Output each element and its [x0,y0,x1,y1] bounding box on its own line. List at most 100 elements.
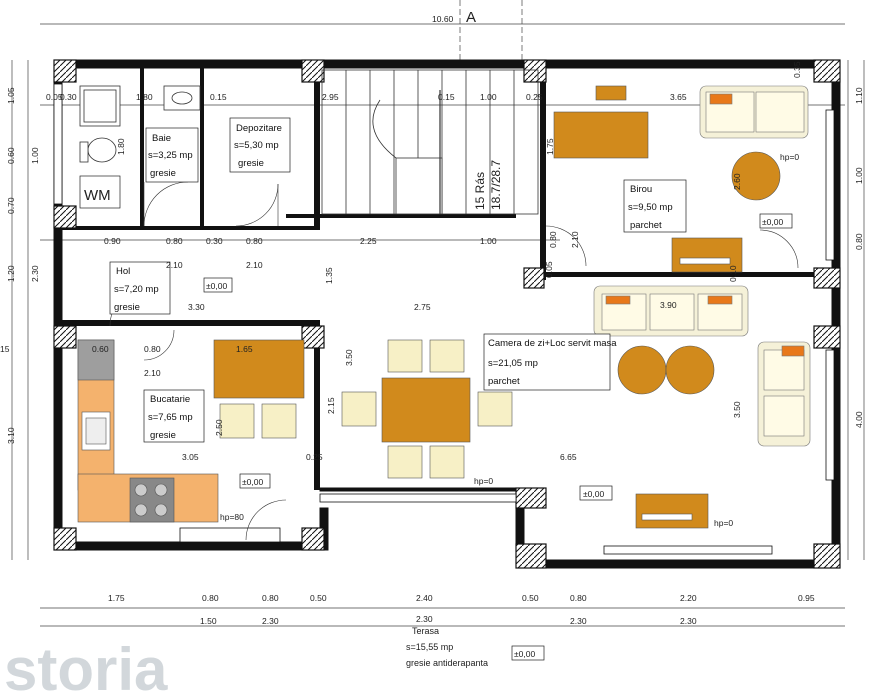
dim-right: 0.80 [854,233,864,250]
dim-hol: 2.75 [414,302,431,312]
dim-bottom: 2.40 [416,593,433,603]
dim-left: 0.70 [6,197,16,214]
dim-left: 3.10 [6,427,16,444]
dim-bottom: 0.80 [570,593,587,603]
hol-name: Hol [116,266,130,277]
dim-top: 0.30 [60,92,77,102]
structural-columns [53,59,841,569]
dim-top: 1.00 [480,92,497,102]
door-swings [109,181,799,541]
dim-top: 0.15 [210,92,227,102]
dim-row2: 0.80 [246,236,263,246]
dim-inner: 0.80 [548,231,558,248]
dim-row2: 2.25 [360,236,377,246]
axis-label: A [466,9,476,26]
bucatarie-floor: gresie [150,430,176,441]
windows [53,83,835,555]
dim-bottom2: 1.50 [200,616,217,626]
dim-inner: 3.50 [732,401,742,418]
dim-left: 2.30 [30,265,40,282]
height-bucatarie: hp=80 [220,512,244,522]
dim-row2: 1.00 [480,236,497,246]
dim-top: 2.95 [322,92,339,102]
stairs-ratio: 18.7/28.7 [489,160,503,210]
dim-top: 0.15 [438,92,455,102]
kitchen-counters [77,339,219,523]
study-furniture [553,85,781,529]
overall-dim: 10.60 [432,14,454,24]
depozitare-area: s=5,30 mp [234,140,279,151]
dim-inner: 2.50 [214,419,224,436]
living-sofas [593,85,811,447]
hol-floor: gresie [114,302,140,313]
dim-hol: 2.10 [166,260,183,270]
dim-bottom: 1.75 [108,593,125,603]
dim-left: 0.60 [6,147,16,164]
dim-top: 0.05 [46,92,63,102]
dim-bottom2: 2.30 [570,616,587,626]
birou-area: s=9,50 mp [628,202,673,213]
staircase [321,69,539,215]
dim-inner: 1.65 [236,344,253,354]
dim-left: 1.05 [6,87,16,104]
dim-row2: 0.30 [206,236,223,246]
depozitare-floor: gresie [238,158,264,169]
dim-inner: 2.10 [144,368,161,378]
dim-inner: 1.80 [116,138,126,155]
text-layer: 10.60 A Baie s=3,25 mp gresie Depozitare… [0,9,864,699]
dim-inner: 1.75 [545,138,555,155]
birou-floor: parchet [630,220,662,231]
dim-bottom: 0.80 [262,593,279,603]
level-hol: ±0,00 [206,281,227,291]
dim-hol: 3.90 [660,300,677,310]
terasa-floor: gresie antiderapanta [406,658,488,668]
dim-inner: 2.60 [732,173,742,190]
dim-bottom: 0.50 [522,593,539,603]
dim-bottom: 0.50 [310,593,327,603]
dim-inner: 0.05 [544,261,554,278]
baie-name: Baie [152,133,171,144]
bathroom-fixtures [79,85,201,163]
depozitare-name: Depozitare [236,123,282,134]
dining-set [341,339,715,479]
dim-hol: 2.10 [246,260,263,270]
dim-inner: 2.15 [326,397,336,414]
dim-bottom2: 2.30 [262,616,279,626]
height-birou: hp=0 [780,152,799,162]
dim-inner: 6.65 [560,452,577,462]
dim-inner: 0.10 [728,265,738,282]
dim-bottom: 0.80 [202,593,219,603]
dim-bottom: 0.95 [798,593,815,603]
bucatarie-name: Bucatarie [150,394,190,405]
dim-inner: 0.60 [92,344,109,354]
dim-row2: 0.80 [166,236,183,246]
baie-area: s=3,25 mp [148,150,193,161]
camera-floor: parchet [488,376,520,387]
height-camera-window: hp=0 [474,476,493,486]
level-bucatarie: ±0,00 [242,477,263,487]
dim-left: 1.00 [30,147,40,164]
terasa-name: Terasa [412,626,439,636]
level-terasa: ±0,00 [514,649,535,659]
dim-bottom2: 2.30 [416,614,433,624]
stairs-label: 15 Rás [473,172,487,210]
dim-row2: 0.90 [104,236,121,246]
baie-floor: gresie [150,168,176,179]
dim-right: 1.10 [854,87,864,104]
dim-inner: 3.05 [182,452,199,462]
level-camera: ±0,00 [583,489,604,499]
wm-label: WM [84,187,111,204]
level-birou: ±0,00 [762,217,783,227]
dim-bottom2: 2.30 [680,616,697,626]
camera-name: Camera de zi+Loc servit masa [488,338,617,349]
terasa-area: s=15,55 mp [406,642,453,652]
dim-top: 0.35 [792,61,802,78]
height-camera-tv: hp=0 [714,518,733,528]
birou-name: Birou [630,184,652,195]
kitchen-dining [213,339,305,439]
dim-bottom: 2.20 [680,593,697,603]
bucatarie-area: s=7,65 mp [148,412,193,423]
dim-left: 15 [0,344,10,354]
room-label-boxes [79,117,793,661]
